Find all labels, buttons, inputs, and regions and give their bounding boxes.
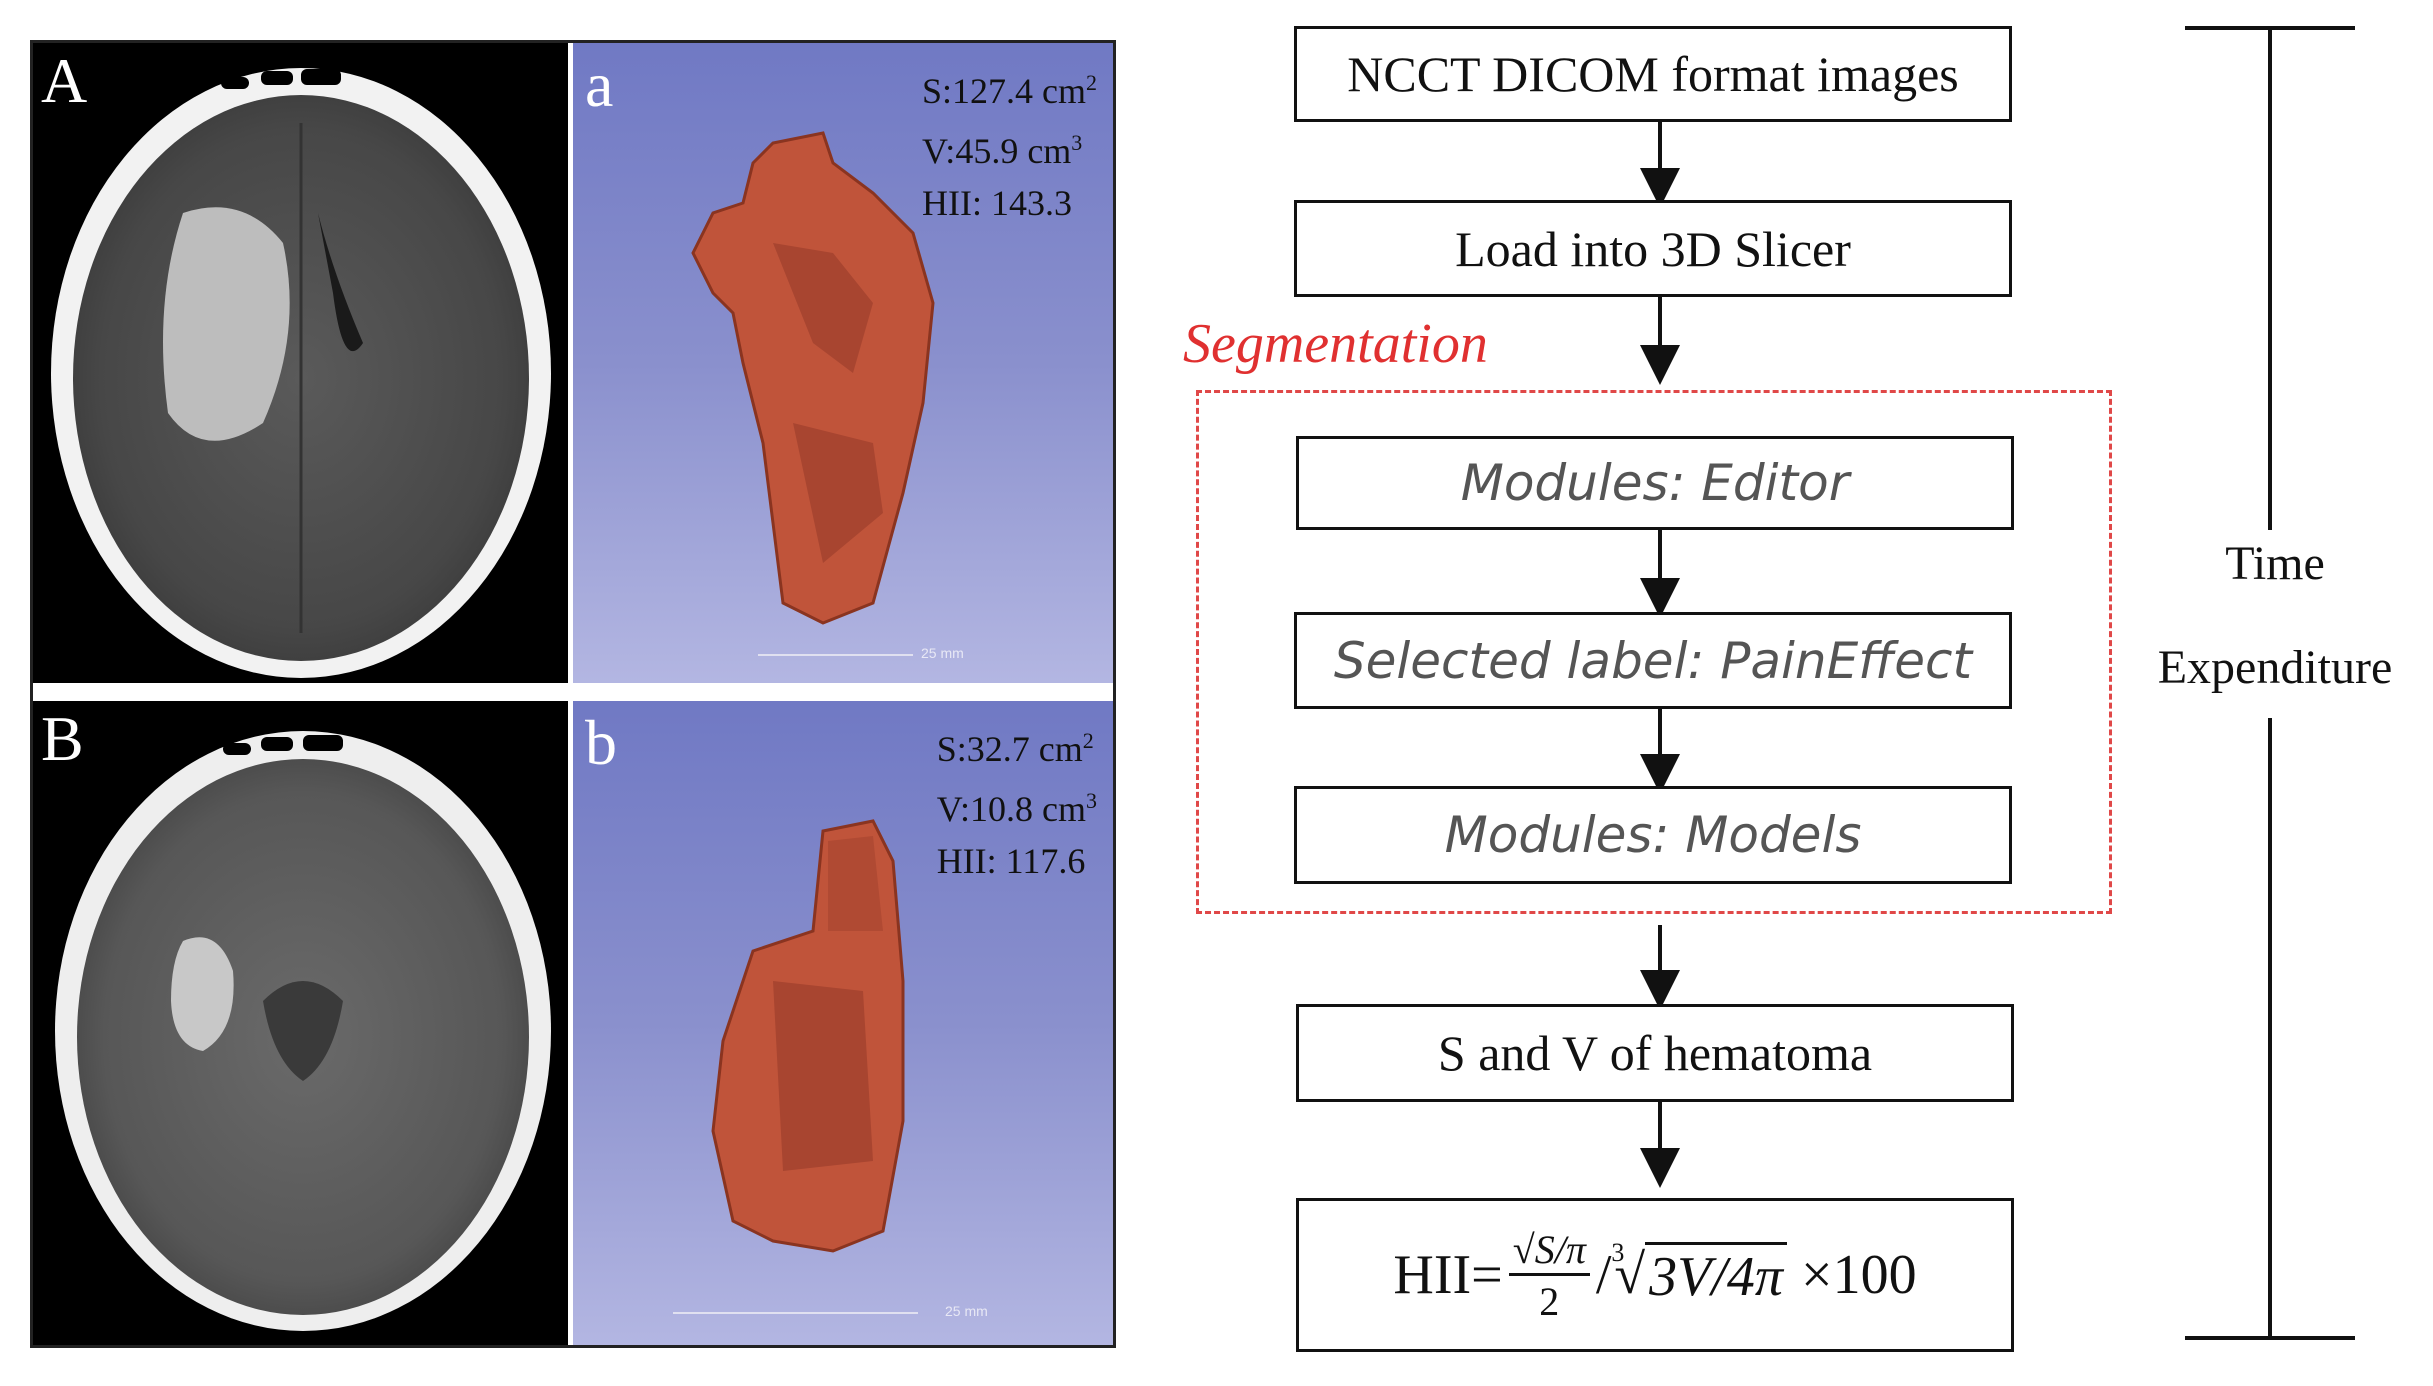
- ct-image-B: B: [33, 701, 568, 1345]
- step-selected-label: Selected label: PainEffect: [1294, 612, 2012, 709]
- panel-letter-A: A: [41, 45, 88, 116]
- segmentation-label: Segmentation: [1183, 313, 1488, 375]
- formula-radicand: 3V/4π: [1645, 1241, 1787, 1309]
- volume-a: V:45.9 cm: [921, 131, 1072, 171]
- hematoma-3d-model-a: [691, 131, 935, 656]
- measurements-a: S:127.4 cm2 V:45.9 cm3 HII: 143.3: [922, 57, 1097, 229]
- step-modules-editor: Modules: Editor: [1296, 436, 2014, 530]
- step-s-v-hematoma: S and V of hematoma: [1296, 1004, 2014, 1102]
- step-hii-formula: HII= √S/π 2 / 3 √3V/4π ×100: [1296, 1198, 2014, 1352]
- image-panel: A a S:127.4 cm2 V:45.9 cm3 HII: 143.3 25…: [30, 40, 1116, 1348]
- hii-b: HII: 117.6: [936, 841, 1086, 881]
- expenditure-label: Expenditure: [2157, 641, 2393, 694]
- render-image-b: b S:32.7 cm2 V:10.8 cm3 HII: 117.6 25 mm: [573, 701, 1113, 1345]
- ct-scan-A-graphic: [51, 68, 551, 678]
- panel-letter-a: a: [585, 49, 614, 120]
- scale-label-b: 25 mm: [945, 1303, 988, 1319]
- step-load-3d-slicer: Load into 3D Slicer: [1294, 200, 2012, 297]
- segmentation-box: [1196, 390, 2112, 914]
- hii-a: HII: 143.3: [921, 183, 1072, 223]
- hematoma-3d-model-b: [673, 819, 918, 1314]
- time-bracket: [2185, 26, 2355, 1340]
- step-dicom-images: NCCT DICOM format images: [1294, 26, 2012, 122]
- measurements-b: S:32.7 cm2 V:10.8 cm3 HII: 117.6: [937, 715, 1097, 887]
- ct-scan-B-graphic: [55, 731, 551, 1331]
- formula-fraction: √S/π 2: [1508, 1226, 1590, 1325]
- hii-formula: HII= √S/π 2 / 3 √3V/4π ×100: [1393, 1226, 1917, 1325]
- scale-label-a: 25 mm: [921, 645, 964, 661]
- volume-b: V:10.8 cm: [936, 789, 1086, 829]
- render-image-a: a S:127.4 cm2 V:45.9 cm3 HII: 143.3 25 m…: [573, 43, 1113, 683]
- time-label: Time: [2225, 537, 2325, 590]
- step-modules-models: Modules: Models: [1294, 786, 2012, 884]
- surface-area-a: S:127.4 cm: [921, 71, 1086, 111]
- ct-image-A: A: [33, 43, 568, 683]
- surface-area-b: S:32.7 cm: [936, 729, 1083, 769]
- panel-letter-B: B: [41, 703, 84, 774]
- panel-letter-b: b: [585, 707, 617, 778]
